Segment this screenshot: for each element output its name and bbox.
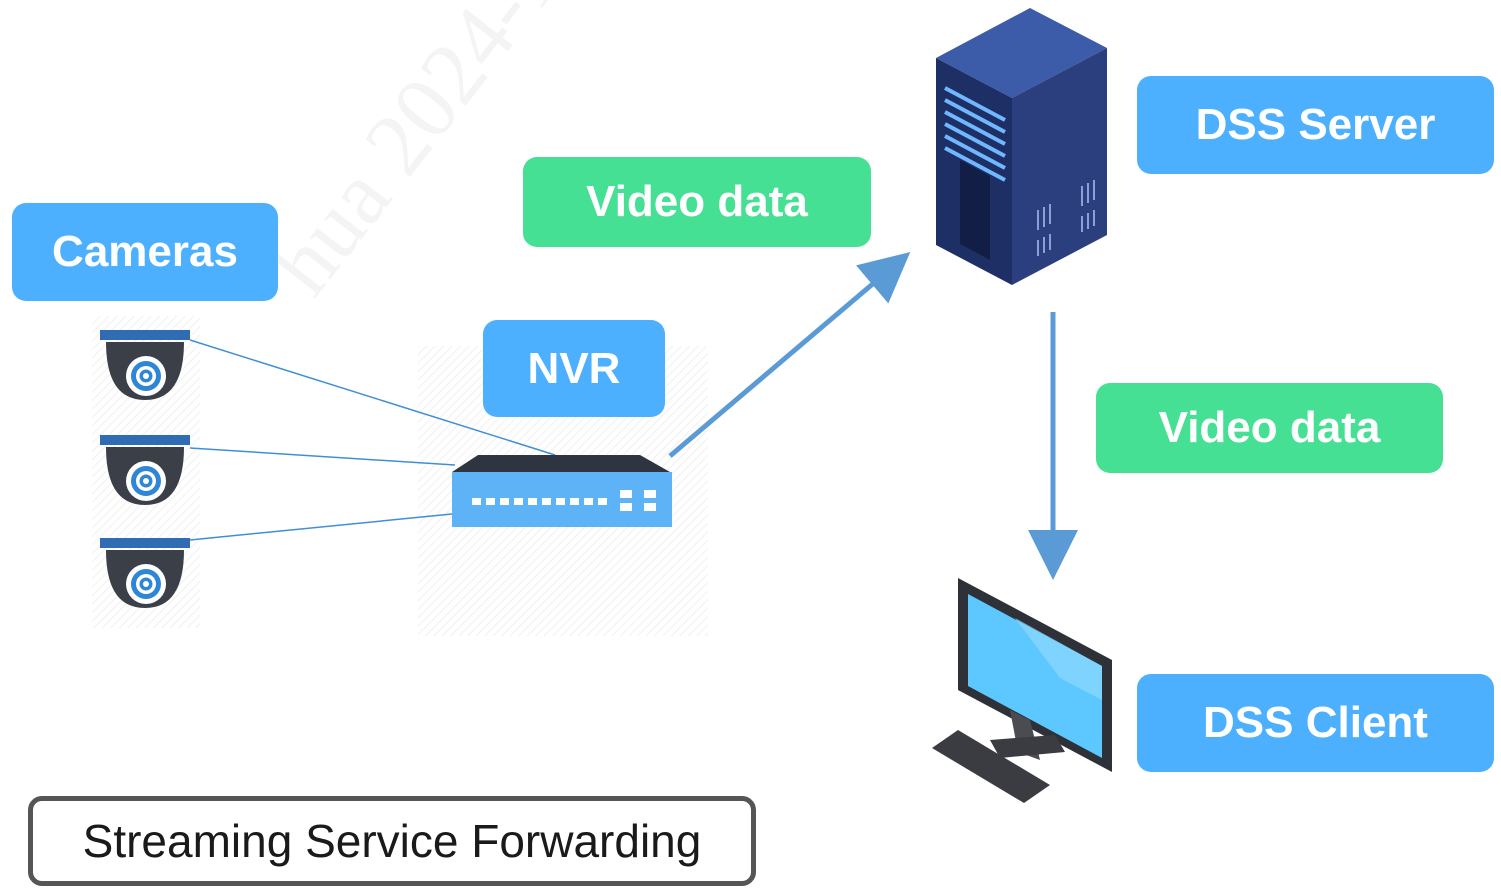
dome-camera-icon [100, 538, 190, 608]
video-data-label-downstream: Video data [1096, 383, 1443, 473]
diagram-caption: Streaming Service Forwarding [28, 796, 756, 886]
arrow-nvr-to-server [668, 252, 911, 458]
camera3-connection-line [189, 513, 453, 541]
dome-camera-icon [100, 330, 190, 400]
camera2-connection-line [189, 447, 456, 466]
nvr-device-icon [452, 455, 672, 527]
dome-camera-icon [100, 435, 190, 505]
cameras-label: Cameras [12, 203, 278, 301]
dss-server-label: DSS Server [1137, 76, 1494, 174]
camera1-connection-line [189, 339, 556, 456]
monitor-icon [932, 578, 1112, 803]
dss-client-label: DSS Client [1137, 674, 1494, 772]
nvr-label: NVR [483, 320, 665, 417]
video-data-label-upstream: Video data [523, 157, 871, 247]
server-tower-icon [936, 8, 1107, 285]
